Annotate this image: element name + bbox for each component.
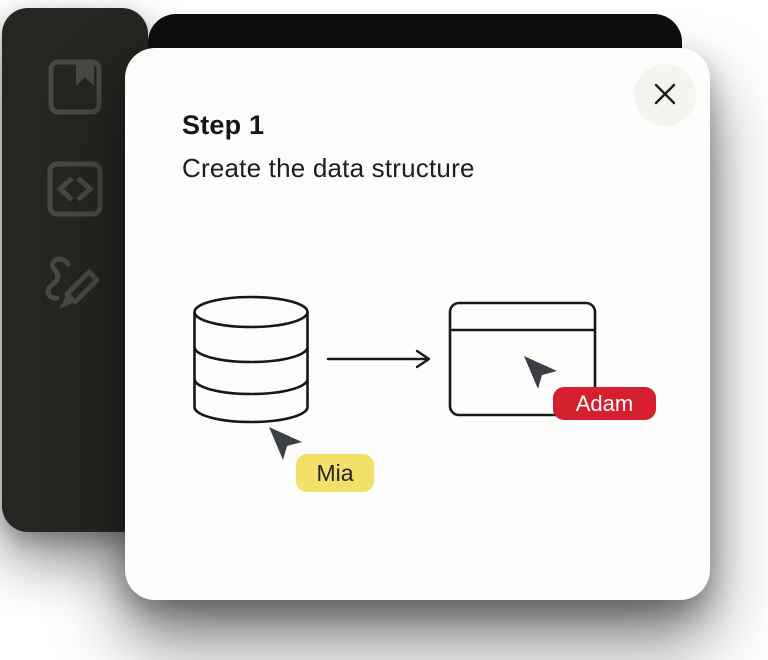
user-badge-mia: Mia [296, 454, 374, 492]
user-badge-adam: Adam [553, 387, 656, 420]
database-icon [193, 295, 309, 424]
user-badge-adam-label: Adam [575, 390, 634, 416]
modal-title: Create the data structure [182, 153, 475, 183]
sidebar-item-code[interactable] [38, 158, 112, 220]
code-icon [47, 161, 103, 217]
cursor-adam-icon [524, 356, 557, 389]
draw-icon [41, 249, 109, 313]
step-label: Step 1 [182, 110, 265, 140]
arrow-right-icon [326, 349, 431, 369]
user-badge-mia-label: Mia [316, 459, 354, 486]
close-icon [653, 82, 677, 109]
close-button[interactable] [634, 64, 696, 126]
bookmark-icon [48, 59, 102, 115]
onboarding-modal: Step 1 Create the data structure [125, 48, 710, 600]
sidebar-item-draw[interactable] [38, 250, 112, 312]
browser-window-icon [448, 301, 597, 417]
diagram [193, 295, 597, 460]
cursor-mia-icon [269, 427, 302, 460]
sidebar [2, 8, 148, 532]
sidebar-item-bookmarks[interactable] [38, 56, 112, 118]
